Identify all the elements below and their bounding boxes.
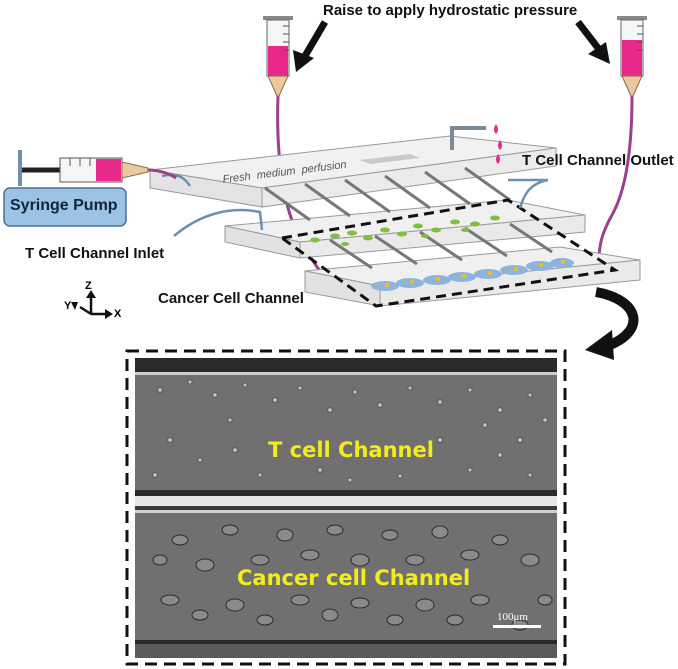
t-cell-channel-label: T cell Channel xyxy=(268,438,434,462)
perfusion-layer xyxy=(149,135,557,208)
t-cell-outlet-label: T Cell Channel Outlet xyxy=(522,152,674,169)
curved-arrow-head xyxy=(585,330,614,360)
micrograph-image xyxy=(135,358,557,658)
cancer-cells xyxy=(371,258,574,291)
arrow-right-syringe xyxy=(575,19,610,64)
t-outlet-tube xyxy=(508,178,549,209)
syringe-pump-box xyxy=(3,187,127,227)
cancer-cell-channel-micro-label: Cancer cell Channel xyxy=(237,566,471,590)
axis-triad xyxy=(71,290,113,319)
curved-arrow xyxy=(594,287,639,350)
syringe-right xyxy=(617,16,647,97)
dashed-selection-region xyxy=(278,198,620,308)
cancer-cell-channel-label: Cancer Cell Channel xyxy=(158,290,304,307)
t-cell-inlet-label: T Cell Channel Inlet xyxy=(25,245,165,262)
arrow-left-syringe xyxy=(293,20,329,72)
axis-x-label: X xyxy=(114,308,122,320)
micrograph-frame xyxy=(125,349,567,666)
axis-y-label: Y xyxy=(64,300,72,312)
perfusion-outlet-tap xyxy=(450,126,486,150)
scale-bar-label: 100μm xyxy=(497,611,528,623)
tubing-right xyxy=(596,95,634,267)
syringe-pump-label: Syringe Pump xyxy=(10,197,118,214)
pump-syringe xyxy=(18,150,177,186)
syringe-tube xyxy=(161,173,192,187)
t-inlet-tube xyxy=(173,208,264,237)
axis-z-label: Z xyxy=(85,280,92,292)
hydrostatic-pressure-label: Raise to apply hydrostatic pressure xyxy=(323,2,578,19)
syringe-left xyxy=(263,16,293,97)
t-cells xyxy=(310,215,500,246)
pink-droplets xyxy=(494,124,502,164)
